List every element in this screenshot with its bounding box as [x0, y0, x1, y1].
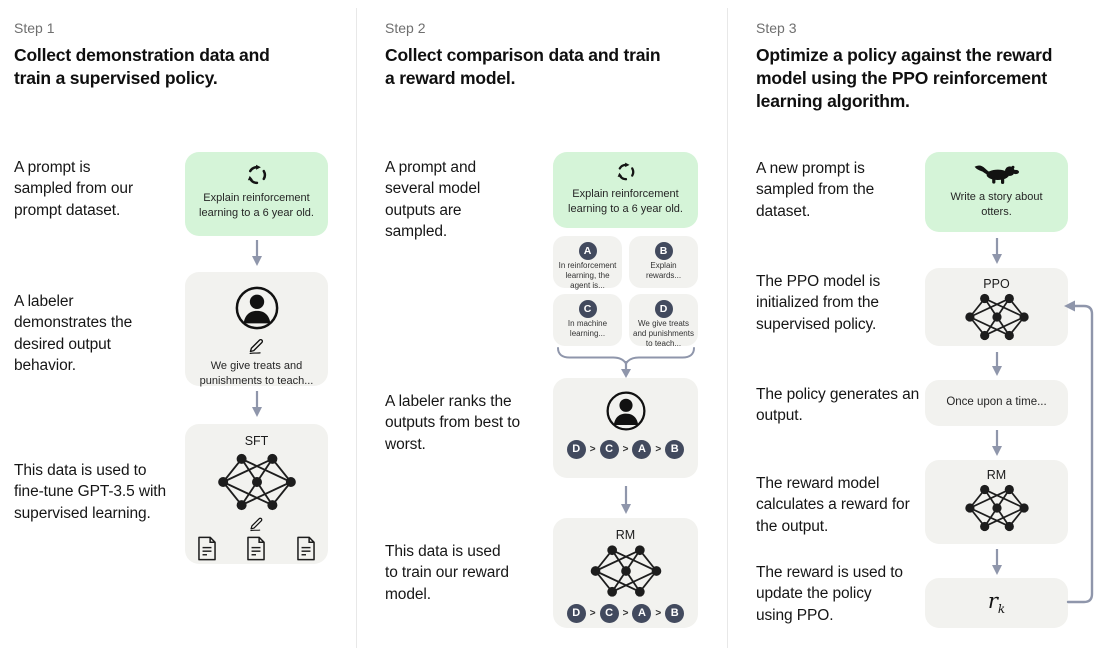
ranking-row: D > C > A > B: [553, 440, 698, 459]
step-3-reward-value-box: rk: [925, 578, 1068, 628]
step-1-labeler-box: We give treats and punishments to teach.…: [185, 272, 328, 387]
output-card-d: D We give treats and punishments to teac…: [629, 294, 698, 348]
step-3-output-box: Once upon a time...: [925, 380, 1068, 426]
rank-badge: D: [566, 604, 586, 623]
prompt-text: Explain reinforcement learning to a 6 ye…: [199, 192, 314, 219]
documents-icon: [185, 536, 328, 561]
step-2-caption-ranks: A labeler ranks the outputs from best to…: [385, 393, 520, 453]
arrow-down-icon: [621, 361, 631, 378]
letter-badge: A: [578, 242, 597, 260]
cycle-icon: [617, 162, 634, 181]
step-2-prompt-box: Explain reinforcement learning to a 6 ye…: [553, 152, 698, 228]
sft-label: SFT: [244, 434, 269, 448]
feedback-loop-arrow: [1064, 300, 1094, 604]
column-divider: [727, 8, 728, 648]
step-3-prompt-box: Write a story about otters.: [925, 152, 1068, 232]
rank-badge: C: [599, 440, 619, 459]
output-text: We give treats and punishments to teach.…: [633, 319, 694, 348]
step-2-labeler-ranking-box: D > C > A > B: [553, 378, 698, 478]
greater-than: >: [622, 608, 629, 619]
step-3-caption-update: The reward is used to update the policy …: [756, 564, 903, 624]
otter-icon: [974, 165, 1019, 184]
output-text: Explain rewards...: [645, 261, 682, 280]
arrow-down-icon: [621, 486, 631, 514]
column-divider: [356, 8, 357, 648]
greater-than: >: [655, 608, 662, 619]
step-1-caption-labeler: A labeler demonstrates the desired outpu…: [14, 293, 133, 375]
labeler-person-icon: [605, 391, 646, 431]
arrow-down-icon: [992, 549, 1002, 575]
output-text: In reinforcement learning, the agent is.…: [558, 261, 617, 290]
step-3-caption-init: The PPO model is initialized from the su…: [756, 273, 881, 333]
step-3-ppo-box: PPO: [925, 268, 1068, 346]
rank-badge: A: [632, 440, 652, 459]
pencil-icon: [250, 517, 263, 532]
arrow-down-icon: [252, 391, 262, 417]
greater-than: >: [589, 608, 596, 619]
prompt-text: Write a story about otters.: [950, 191, 1043, 218]
step-3-caption-reward: The reward model calculates a reward for…: [756, 475, 910, 535]
step-2-label: Step 2: [385, 20, 426, 36]
output-text: In machine learning...: [567, 319, 608, 338]
generated-output-text: Once upon a time...: [946, 396, 1047, 409]
step-1-prompt-box: Explain reinforcement learning to a 6 ye…: [185, 152, 328, 236]
reward-value: rk: [987, 589, 1006, 617]
greater-than: >: [655, 444, 662, 455]
arrow-down-icon: [992, 352, 1002, 376]
output-card-b: B Explain rewards...: [629, 236, 698, 288]
rank-badge: B: [665, 604, 685, 623]
step-2-title: Collect comparison data and train a rewa…: [385, 45, 661, 88]
step-3-caption-output: The policy generates an output.: [756, 386, 920, 425]
labeler-demo-text: We give treats and punishments to teach.…: [199, 360, 314, 387]
neural-network-icon: [964, 484, 1029, 532]
step-3-title: Optimize a policy against the reward mod…: [756, 45, 1053, 111]
rank-badge: B: [665, 440, 685, 459]
neural-network-icon: [590, 545, 661, 597]
rank-badge: C: [599, 604, 619, 623]
letter-badge: B: [654, 242, 673, 260]
letter-badge: C: [578, 300, 597, 318]
step-1-label: Step 1: [14, 20, 55, 36]
greater-than: >: [622, 444, 629, 455]
ranking-row: D > C > A > B: [553, 604, 698, 623]
pencil-icon: [249, 338, 264, 355]
step-2-reward-model-box: RM D > C > A > B: [553, 518, 698, 628]
neural-network-icon: [217, 453, 296, 511]
cycle-icon: [247, 164, 266, 185]
step-1-title: Collect demonstration data and train a s…: [14, 45, 270, 88]
step-2-caption-train: This data is used to train our reward mo…: [385, 543, 509, 603]
rank-badge: D: [566, 440, 586, 459]
arrow-down-icon: [992, 430, 1002, 456]
step-3-caption-prompt: A new prompt is sampled from the dataset…: [756, 160, 875, 220]
output-card-a: A In reinforcement learning, the agent i…: [553, 236, 622, 290]
step-1-sft-model-box: SFT: [185, 424, 328, 564]
letter-badge: D: [654, 300, 673, 318]
step-1-caption-finetune: This data is used to fine-tune GPT-3.5 w…: [14, 462, 167, 522]
rm-label: RM: [615, 528, 636, 542]
greater-than: >: [589, 444, 596, 455]
ppo-label: PPO: [983, 277, 1010, 291]
neural-network-icon: [964, 293, 1029, 341]
step-3-reward-model-box: RM: [925, 460, 1068, 544]
step-1-caption-prompt: A prompt is sampled from our prompt data…: [14, 159, 134, 219]
rank-badge: A: [632, 604, 652, 623]
output-card-c: C In machine learning...: [553, 294, 622, 346]
prompt-text: Explain reinforcement learning to a 6 ye…: [568, 188, 683, 215]
step-3-label: Step 3: [756, 20, 797, 36]
rm-label: RM: [986, 468, 1007, 482]
arrow-down-icon: [252, 240, 262, 266]
step-2-caption-sampled: A prompt and several model outputs are s…: [385, 159, 481, 241]
labeler-person-icon: [235, 286, 278, 330]
arrow-down-icon: [992, 238, 1002, 264]
